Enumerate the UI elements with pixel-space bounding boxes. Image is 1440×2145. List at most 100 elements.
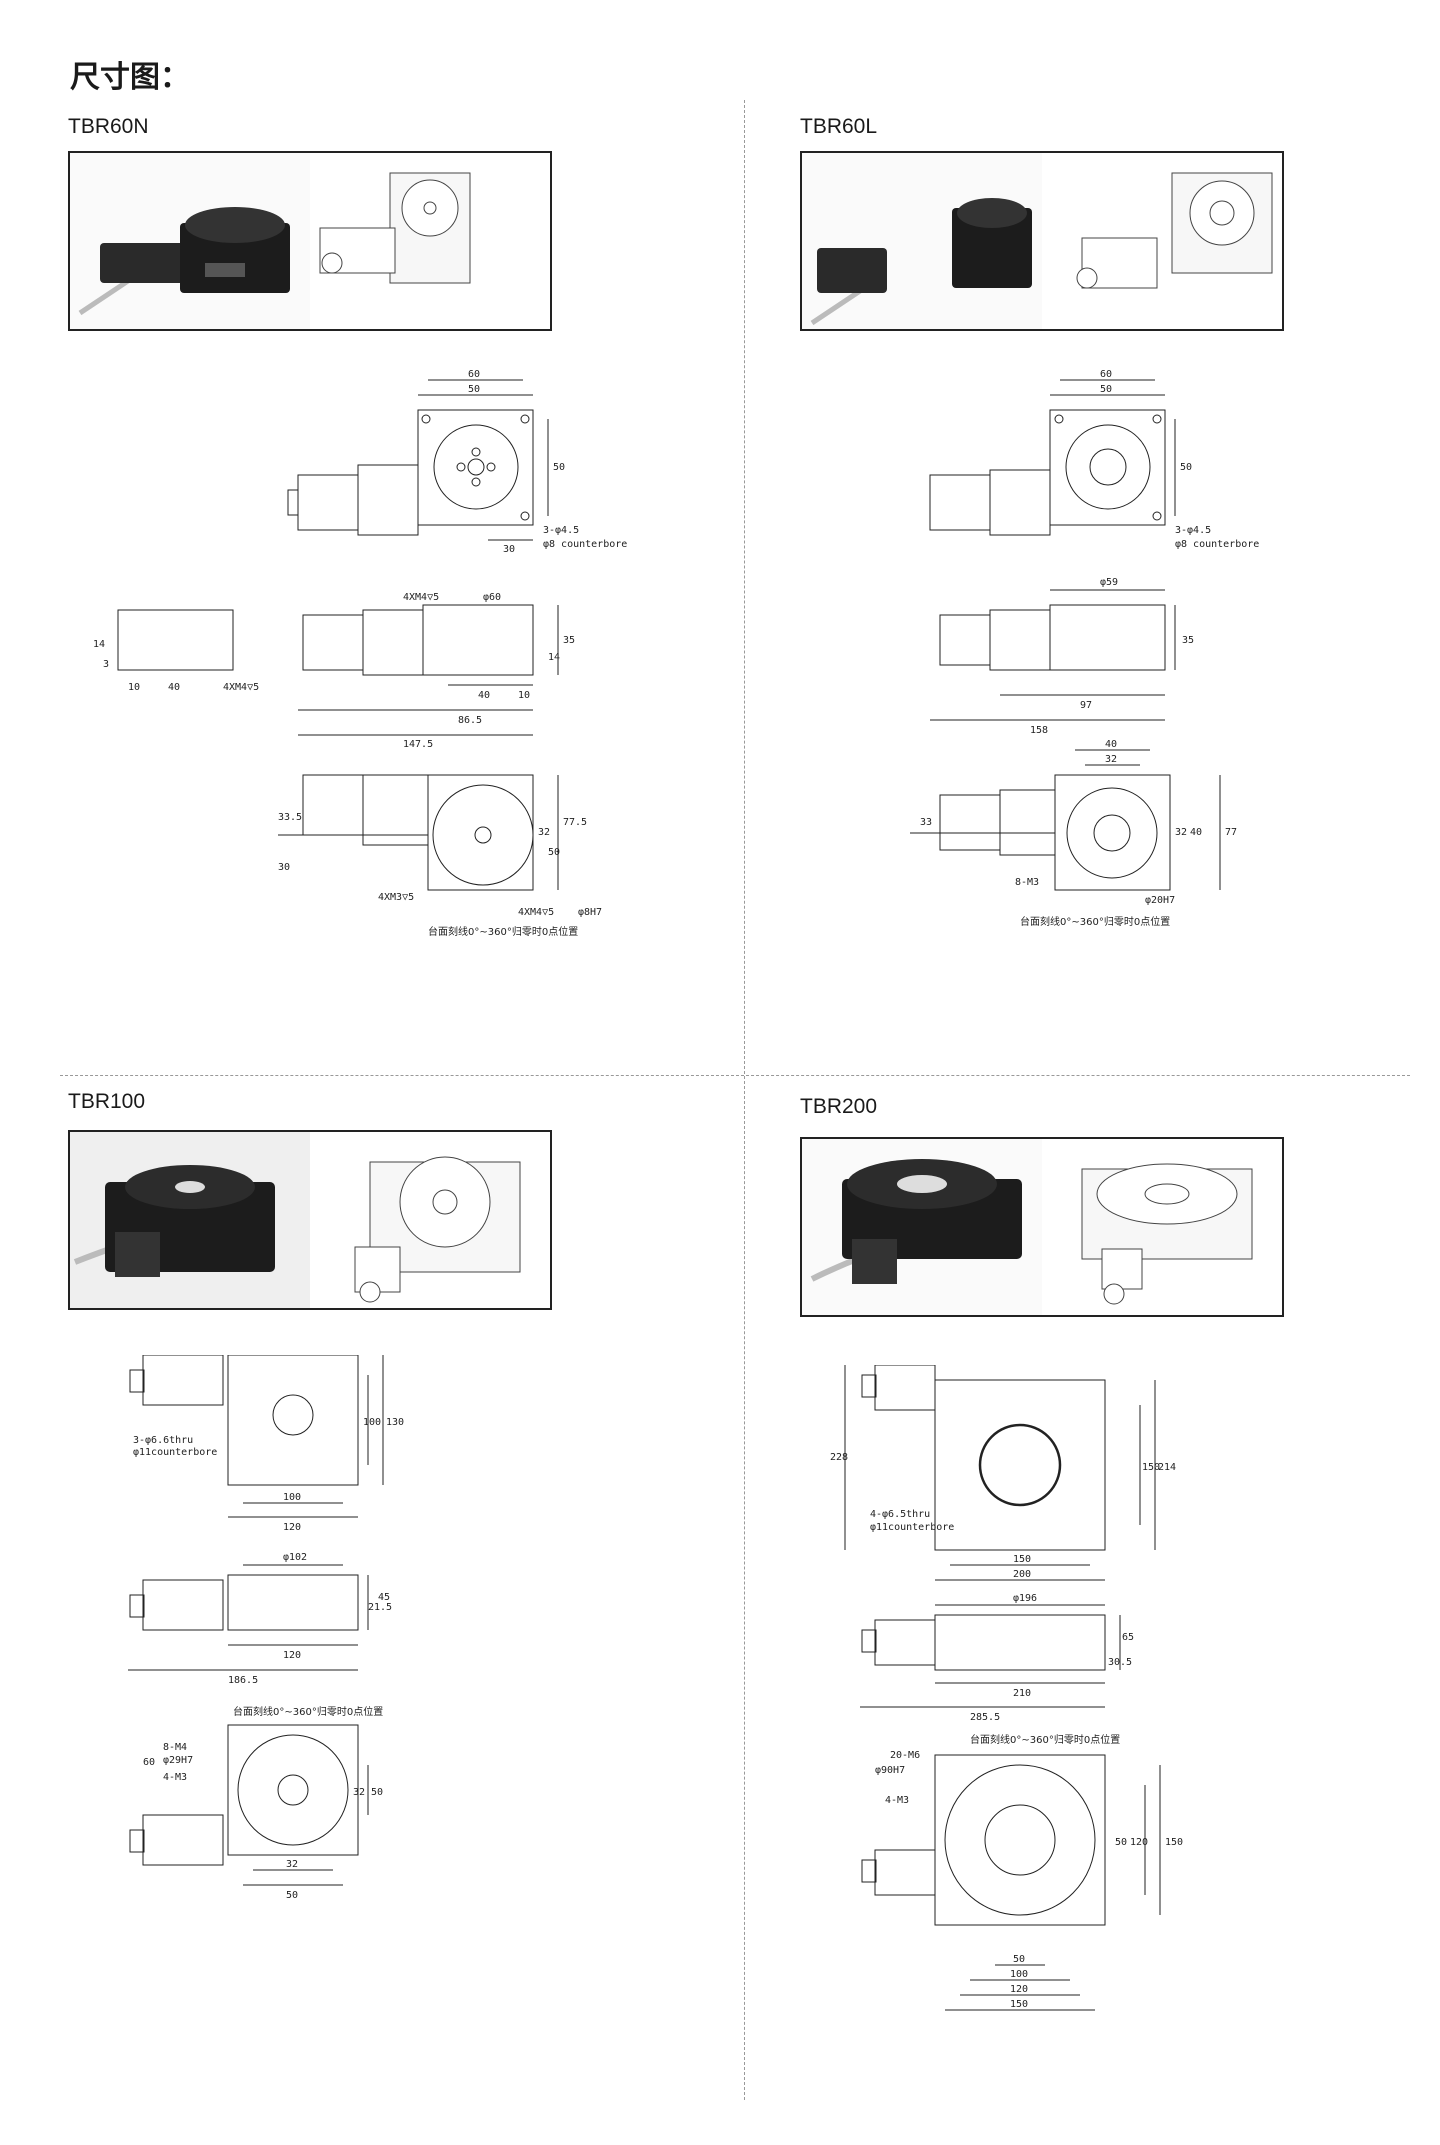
dim-dia-102: φ102 [283, 1552, 307, 1563]
dim-dia-196: φ196 [1013, 1593, 1037, 1604]
counterbore-spec: φ8 counterbore [1175, 539, 1259, 550]
dim-40: 40 [478, 690, 490, 701]
dim-h-100: 100 [363, 1417, 381, 1428]
dim-158: 158 [1030, 725, 1048, 736]
plan-32: 32 [538, 827, 550, 838]
counterbore-spec: φ11counterbore [870, 1522, 954, 1533]
plan-77-5: 77.5 [563, 817, 587, 828]
dim-60: 60 [1100, 369, 1112, 380]
plan-bore: φ90H7 [875, 1765, 905, 1776]
dim-10: 10 [518, 690, 530, 701]
counterbore-spec: φ11counterbore [133, 1447, 217, 1458]
dim-height-50: 50 [1180, 462, 1192, 473]
zero-note: 台面刻线0°~360°归零时0点位置 [970, 1733, 1120, 1746]
left-dim-14: 14 [93, 639, 105, 650]
plan-77: 77 [1225, 827, 1237, 838]
left-dim-3: 3 [103, 659, 109, 670]
plan-40b: 40 [1190, 827, 1202, 838]
dim-65: 65 [1122, 1632, 1134, 1643]
plan-150: 150 [1010, 1999, 1028, 2010]
product-photo-frame [68, 1130, 552, 1310]
plan-m3: 8-M3 [1015, 877, 1039, 888]
hole-spec: 3-φ4.5 [1175, 525, 1211, 536]
model-label: TBR100 [68, 1090, 146, 1113]
left-thread: 4XM4▽5 [223, 682, 259, 693]
left-dim-40: 40 [168, 682, 180, 693]
plan-40: 40 [1105, 739, 1117, 750]
vertical-divider [744, 100, 745, 2100]
dim-side-120: 120 [283, 1650, 301, 1661]
dim-dia-60: φ60 [483, 592, 501, 603]
dimension-drawing: 60 50 50 3-φ4.5 φ8 counterbore φ59 35 97… [910, 369, 1259, 928]
product-photos [802, 1139, 1253, 1315]
dim-w-200: 200 [1013, 1569, 1031, 1580]
counterbore-spec: φ8 counterbore [543, 539, 627, 550]
plan-120b: 120 [1130, 1837, 1148, 1848]
plan-bore: φ29H7 [163, 1755, 193, 1766]
plan-32: 32 [353, 1787, 365, 1798]
model-label: TBR200 [800, 1095, 878, 1118]
product-photo-frame [800, 1137, 1284, 1317]
plan-50: 50 [548, 847, 560, 858]
plan-bore: φ20H7 [1145, 895, 1175, 906]
model-label: TBR60L [800, 115, 878, 138]
plan-bore: φ8H7 [578, 907, 602, 918]
dim-w-150: 150 [1013, 1554, 1031, 1565]
page-title: 尺寸图： [70, 60, 190, 95]
hole-spec: 4-φ6.5thru [870, 1509, 930, 1520]
plan-m6: 20-M6 [890, 1750, 920, 1761]
hole-spec: 3-φ6.6thru [133, 1435, 193, 1446]
dim-h-150: 150 [1142, 1462, 1160, 1473]
plan-m4: 4XM4▽5 [518, 907, 554, 918]
dim-50: 50 [1100, 384, 1112, 395]
dimension-drawing: 60 50 50 30 3-φ4.5 φ8 counterbore 4XM4▽5… [93, 369, 627, 938]
plan-150b: 150 [1165, 1837, 1183, 1848]
zero-note: 台面刻线0°~360°归零时0点位置 [428, 925, 578, 938]
product-photo-frame [68, 151, 552, 331]
zero-note: 台面刻线0°~360°归零时0点位置 [1020, 915, 1170, 928]
model-label: TBR60N [68, 115, 149, 138]
dim-228: 228 [830, 1452, 848, 1463]
dim-w-120: 120 [283, 1522, 301, 1533]
dim-h-214: 214 [1158, 1462, 1176, 1473]
hole-spec: 3-φ4.5 [543, 525, 579, 536]
dimension-drawing: 3-φ6.6thru φ11counterbore 100 120 100 13… [128, 1355, 404, 1901]
dim-dia-59: φ59 [1100, 577, 1118, 588]
dim-50: 50 [468, 384, 480, 395]
dim-h-130: 130 [386, 1417, 404, 1428]
dim-w-100: 100 [283, 1492, 301, 1503]
dim-side-210: 210 [1013, 1688, 1031, 1699]
dim-30-5: 30.5 [1108, 1657, 1132, 1668]
horizontal-divider [60, 1075, 1410, 1076]
dim-30: 30 [503, 544, 515, 555]
left-dim-10: 10 [128, 682, 140, 693]
plan-m4: 8-M4 [163, 1742, 187, 1753]
plan-33-5: 33.5 [278, 812, 302, 823]
dimension-drawing: 228 4-φ6.5thru φ11counterbore 150 200 15… [830, 1365, 1183, 2011]
dim-35: 35 [1182, 635, 1194, 646]
dim-21-5: 21.5 [368, 1602, 392, 1613]
dim-86-5: 86.5 [458, 715, 482, 726]
plan-30: 30 [278, 862, 290, 873]
plan-50: 50 [371, 1787, 383, 1798]
product-photos [802, 153, 1273, 329]
side-thread: 4XM4▽5 [403, 592, 439, 603]
plan-100: 100 [1010, 1969, 1028, 1980]
plan-m3: 4XM3▽5 [378, 892, 414, 903]
product-photo-frame [800, 151, 1284, 331]
dim-35: 35 [563, 635, 575, 646]
plan-50b: 50 [1115, 1837, 1127, 1848]
plan-50b: 50 [286, 1890, 298, 1901]
plan-32b: 32 [286, 1859, 298, 1870]
dim-60: 60 [468, 369, 480, 380]
plan-120: 120 [1010, 1984, 1028, 1995]
dim-45: 45 [378, 1592, 390, 1603]
dim-height-50: 50 [553, 462, 565, 473]
plan-m3: 4-M3 [885, 1795, 909, 1806]
dim-14: 14 [548, 652, 560, 663]
plan-60: 60 [143, 1757, 155, 1768]
plan-m3: 4-M3 [163, 1772, 187, 1783]
product-photos [70, 153, 471, 329]
dim-147-5: 147.5 [403, 739, 433, 750]
dim-97: 97 [1080, 700, 1092, 711]
